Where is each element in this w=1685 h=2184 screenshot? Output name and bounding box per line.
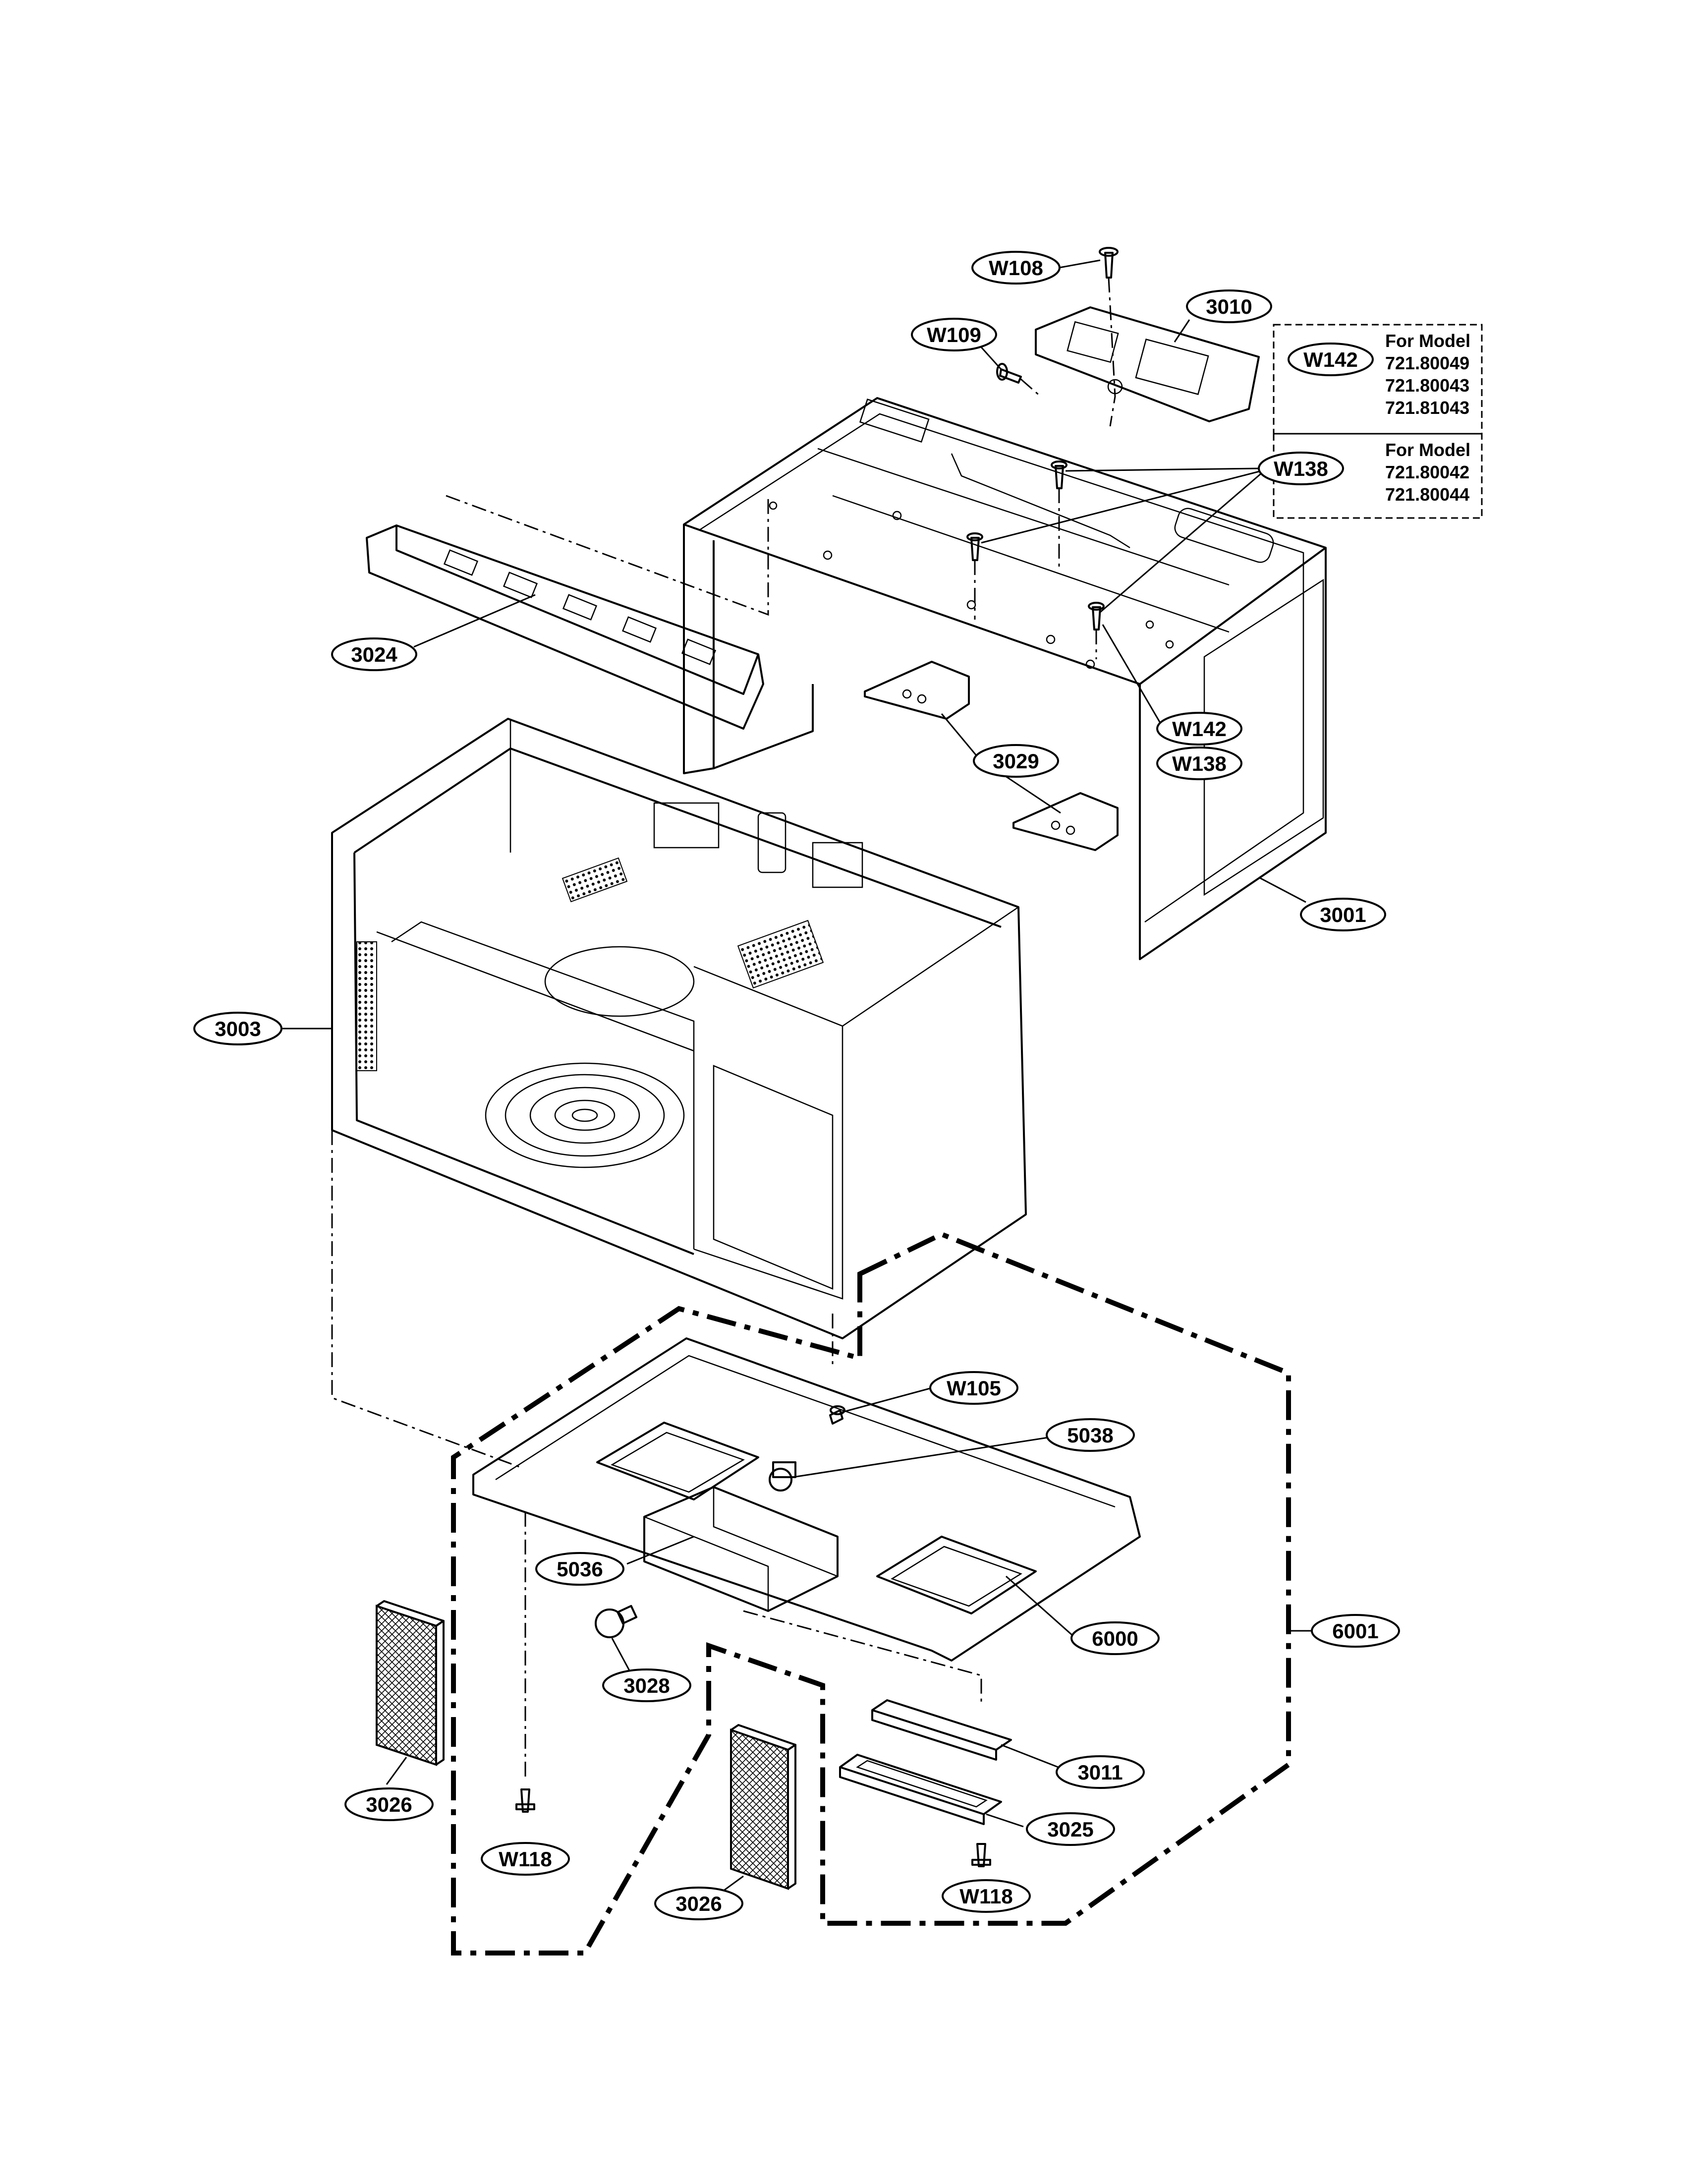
model-note-box-1: For Model 721.80049 721.80043 721.81043 bbox=[1273, 324, 1483, 435]
svg-text:W118: W118 bbox=[959, 1885, 1012, 1908]
sensor-5038 bbox=[769, 1461, 796, 1492]
model-number: 721.80049 bbox=[1385, 353, 1469, 373]
callout-3026-left: 3026 bbox=[344, 1787, 434, 1821]
svg-text:3026: 3026 bbox=[366, 1793, 412, 1816]
svg-text:3010: 3010 bbox=[1206, 295, 1252, 318]
model-number: 721.80042 bbox=[1385, 462, 1469, 482]
callout-w142-side: W142 bbox=[1156, 712, 1242, 746]
svg-text:5036: 5036 bbox=[557, 1557, 603, 1581]
callout-w108: W108 bbox=[971, 251, 1061, 285]
model-number: 721.80044 bbox=[1385, 484, 1469, 505]
callout-w105: W105 bbox=[929, 1371, 1018, 1405]
svg-text:W105: W105 bbox=[947, 1377, 1001, 1400]
svg-text:W142: W142 bbox=[1303, 348, 1358, 371]
callout-3024: 3024 bbox=[331, 637, 417, 671]
svg-text:3001: 3001 bbox=[1320, 903, 1366, 926]
screw-w105 bbox=[829, 1405, 845, 1425]
svg-text:3024: 3024 bbox=[351, 643, 397, 666]
lamp-frame-3025 bbox=[839, 1754, 1002, 1825]
svg-text:W108: W108 bbox=[989, 256, 1043, 280]
svg-text:3003: 3003 bbox=[215, 1017, 261, 1040]
model-note-1-heading: For Model bbox=[1385, 331, 1470, 351]
model-note-box-2: For Model 721.80042 721.80044 bbox=[1273, 433, 1483, 519]
svg-text:6000: 6000 bbox=[1092, 1627, 1138, 1650]
svg-text:5038: 5038 bbox=[1067, 1424, 1113, 1447]
svg-text:3029: 3029 bbox=[993, 749, 1039, 773]
callout-6001: 6001 bbox=[1311, 1614, 1400, 1648]
callout-3026-center: 3026 bbox=[654, 1887, 743, 1920]
svg-text:3025: 3025 bbox=[1047, 1818, 1093, 1841]
svg-text:6001: 6001 bbox=[1332, 1619, 1378, 1643]
svg-text:W142: W142 bbox=[1172, 717, 1227, 741]
screws-w138 bbox=[966, 460, 1105, 631]
callout-3003: 3003 bbox=[193, 1012, 282, 1045]
control-panel-trim bbox=[366, 495, 769, 730]
svg-text:3011: 3011 bbox=[1077, 1761, 1123, 1784]
callout-w118-center: W118 bbox=[942, 1879, 1031, 1913]
callout-w109: W109 bbox=[911, 318, 997, 351]
callout-3001: 3001 bbox=[1300, 898, 1386, 931]
callout-w142-box: W142 bbox=[1288, 343, 1374, 376]
leader-lines bbox=[282, 259, 1311, 1897]
callout-w138-top: W138 bbox=[1258, 452, 1344, 485]
screw-w109 bbox=[996, 363, 1022, 384]
callout-3025: 3025 bbox=[1026, 1812, 1115, 1846]
grease-filter-left bbox=[376, 1600, 445, 1766]
outer-case bbox=[683, 397, 1327, 960]
callout-5038: 5038 bbox=[1046, 1418, 1135, 1452]
mounting-plate bbox=[1035, 306, 1260, 422]
callout-5036: 5036 bbox=[535, 1552, 624, 1586]
screw-w118-center bbox=[971, 1843, 991, 1867]
screw-w118-left bbox=[515, 1788, 535, 1813]
base-plate bbox=[472, 1337, 1141, 1662]
model-number: 721.80043 bbox=[1385, 375, 1469, 396]
svg-text:3028: 3028 bbox=[623, 1674, 670, 1697]
lamp-cover-3011 bbox=[871, 1699, 1012, 1761]
callout-6000: 6000 bbox=[1070, 1621, 1160, 1655]
screw-w108 bbox=[1099, 247, 1119, 279]
svg-text:W138: W138 bbox=[1274, 457, 1328, 480]
svg-text:W118: W118 bbox=[499, 1847, 552, 1871]
model-note-2-heading: For Model bbox=[1385, 440, 1470, 460]
callout-3010: 3010 bbox=[1186, 289, 1272, 323]
svg-text:W109: W109 bbox=[927, 323, 981, 346]
support-bracket-3029 bbox=[864, 661, 1119, 851]
callout-3028: 3028 bbox=[602, 1668, 691, 1702]
callout-3029: 3029 bbox=[973, 744, 1059, 778]
assembly-6001-outline bbox=[451, 1231, 1291, 1955]
model-number: 721.81043 bbox=[1385, 398, 1469, 418]
callout-w138-side: W138 bbox=[1156, 747, 1242, 780]
svg-text:W138: W138 bbox=[1172, 752, 1227, 775]
callout-w118-left: W118 bbox=[481, 1842, 570, 1876]
lamp-3028 bbox=[595, 1605, 638, 1638]
callout-3011: 3011 bbox=[1056, 1755, 1145, 1789]
oven-cavity bbox=[331, 718, 1027, 1468]
grease-filter-center bbox=[730, 1724, 796, 1890]
svg-text:3026: 3026 bbox=[675, 1892, 722, 1915]
